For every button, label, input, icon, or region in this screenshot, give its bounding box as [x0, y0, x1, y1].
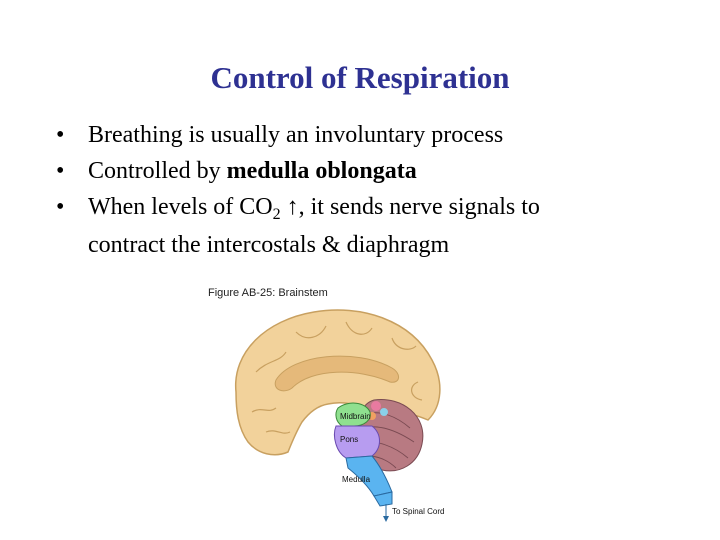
bullet-text-suffix: ↑, it sends nerve signals to [280, 194, 540, 220]
spinal-label: To Spinal Cord [392, 507, 444, 516]
spinal-cord-shape [373, 491, 393, 507]
gyri-lines [251, 321, 423, 434]
bullet-continuation: contract the intercostals & diaphragm [88, 232, 450, 258]
midbrain-label: Midbrain [340, 412, 371, 421]
bullet-text: When levels of CO [88, 194, 273, 220]
bullet-glyph: • [56, 158, 65, 184]
bullet-text: Controlled by [88, 158, 227, 184]
pons-label: Pons [340, 435, 358, 444]
figure-caption: Figure AB-25: Brainstem [208, 287, 328, 299]
corpus-callosum-shape [274, 355, 399, 392]
brain-diagram: Figure AB-25: Brainstem [208, 287, 444, 522]
bullet-glyph: • [56, 122, 65, 148]
bullet-item: • Breathing is usually an involuntary pr… [54, 120, 694, 150]
bullet-text: Breathing is usually an involuntary proc… [88, 122, 504, 148]
slide-title: Control of Respiration [210, 60, 510, 95]
brainstem-figure: Figure AB-25: Brainstem [196, 282, 456, 532]
spinal-arrow-icon [383, 516, 389, 522]
bullet-list: • Breathing is usually an involuntary pr… [54, 120, 694, 266]
co2-subscript: 2 [272, 206, 281, 223]
bullet-item: • When levels of CO2 ↑, it sends nerve s… [54, 192, 694, 260]
bullet-glyph: • [56, 194, 65, 220]
midbrain-shape [335, 402, 371, 427]
bullet-item: • Controlled by medulla oblongata [54, 156, 694, 186]
medulla-label: Medulla [342, 475, 371, 484]
bullet-bold-term: medulla oblongata [226, 158, 417, 184]
